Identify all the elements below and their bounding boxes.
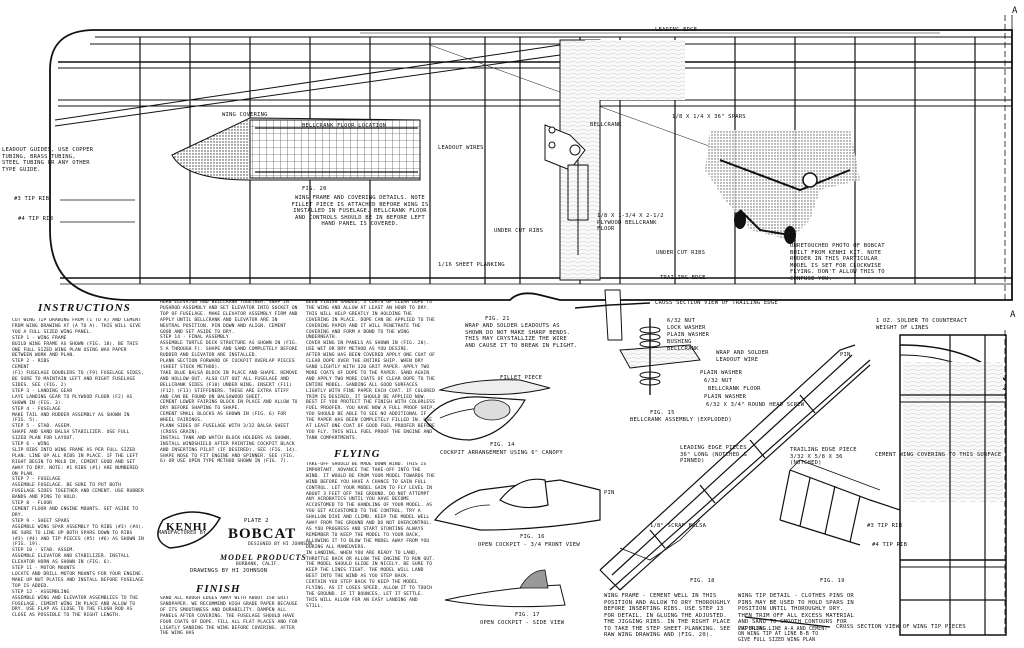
tip-rib-3-label: #3 TIP RIB [14,196,50,202]
finish-heading: FINISH [196,583,241,595]
section-marker-a2: A [1010,310,1016,320]
le-pieces-label: LEADING EDGE PIECES 36" LONG (NOTCHED & … [680,445,747,464]
fig15-caption: FIG. 15 [650,410,675,416]
drawings-credit: DRAWINGS BY HI JOHNSON [190,568,268,574]
photo-note: UNRETOUCHED PHOTO OF BOBCAT BUILT FROM K… [790,243,885,282]
leading-edge-label: LEADING EDGE [655,27,698,33]
cut-along-note: CUT ALONG LINE A-A AND CEMENT ON WING TI… [738,627,828,643]
tip-rib-3-label-b: #3 TIP RIB [867,523,903,529]
fig20-caption: FIG. 20 [302,186,327,192]
wrap-solder-note: WRAP AND SOLDER LEADOUTS AS SHOWN DO NOT… [465,323,578,349]
fig18-caption: FIG. 18 [690,578,715,584]
fig16-open-cockpit [433,478,601,531]
bushing-label: BUSHING [667,339,692,345]
plain-washer-label-2: PLAIN WASHER [700,370,743,376]
fig17-side-view [444,569,566,608]
kenhi-brand: KENHI [166,521,208,533]
instructions-heading: INSTRUCTIONS [38,302,131,314]
plain-washer-label: PLAIN WASHER [667,332,710,338]
cockpit-arrangement-label: COCKPIT ARRANGEMENT USING 6" CANOPY [440,450,563,456]
cross-section-te-label: CROSS SECTION VIEW OF TRAILING EDGE [655,300,778,306]
wing-tip-inset [899,334,1007,636]
flying-heading: FLYING [334,448,381,460]
fig15-bellcrank-exploded [619,318,701,395]
kenhi-logo [157,511,222,549]
bellcrank-label: BELLCRANK [590,122,622,128]
company-name: MODEL PRODUCTS [220,553,307,562]
fig14-canopy [424,379,551,441]
sheet-planking-label: 1/16 SHEET PLANKING [438,262,505,268]
fillet-piece-label: FILLET PIECE [500,375,543,381]
manufacturer-label: Manufactured by [158,530,207,536]
fig14-caption: FIG. 14 [490,442,515,448]
bolt-label: 6/32 x 3/4" ROUND HEAD SCREW [706,402,805,408]
designer-label: Designed by HI JOHNSON [248,542,313,547]
tip-rib-4-label-b: #4 TIP RIB [872,542,908,548]
fig20-wing-covering [171,117,421,181]
scrap-balsa-label: 1/8" SCRAP BALSA [650,523,707,529]
fig16-caption: FIG. 16 [520,534,545,540]
covering-column: BEEN FINISH SANDED, 3 COATS OF CLEAR DOP… [306,300,435,441]
leadout-wires-label: LEADOUT WIRES [438,145,484,151]
te-piece-label: TRAILING EDGE PIECE 3/32 x 5/8 x 36 (NOT… [790,447,857,466]
plywood-floor-label: 1/8 x 1-3/4 x 2-1/2 PLYWOOD BELLCRANK FL… [597,213,664,232]
bobcat-photo [705,130,860,244]
bellcrank-floor-location-label: BELLCRANK FLOOR LOCATION [302,123,387,129]
finish-body: SAND ALL ROUGH EDGES AWAY WITH ABOUT 150… [160,596,298,637]
bellcrank-floor-label: BELLCRANK FLOOR [708,386,761,392]
instructions-body: CUT WING TIP DRAWING FROM (1 TO A) AND C… [12,318,144,619]
cement-covering-label: CEMENT WING COVERING TO THIS SURFACE [875,452,1002,458]
under-cut-ribs-label: UNDER CUT RIBS [494,228,544,234]
lock-washer-label: LOCK WASHER [667,325,706,331]
solder-weight-label: 1 OZ. SOLDER TO COUNTERACT WEIGHT OF LIN… [876,318,968,331]
flying-body: TAKE-OFF SHOULD BE MADE DOWN WIND. THIS … [306,462,435,609]
fig19-wing-tip [779,459,901,546]
leadout-guides-callout: LEADOUT GUIDES, USE COPPER TUBING, BRASS… [2,147,94,173]
fig18-wing-frame [599,344,871,591]
fig17-caption: FIG. 17 [515,612,540,618]
section-marker-a: A [1012,6,1018,16]
fig19-caption: FIG. 19 [820,578,845,584]
cross-section-tip-label: CROSS SECTION VIEW OF WING TIP PIECES [836,624,966,630]
plain-washer-label-3: PLAIN WASHER [704,394,747,400]
plate-label: PLATE 2 [244,518,269,524]
bellcrank-label-2: BELLCRANK [667,346,699,352]
pin-label-2: PIN [604,490,615,496]
open-cockpit-side-label: OPEN COCKPIT - SIDE VIEW [480,620,565,626]
wing-frame-fig18-note: WING FRAME - CEMENT WELL IN THIS POSITIO… [604,593,731,638]
trailing-edge-label: TRAILING EDGE [660,275,706,281]
tip-rib-4-label: #4 TIP RIB [18,216,54,222]
wing-tip-detail-note: WING TIP DETAIL - CLOTHES PINS OR PINS M… [738,593,854,632]
model-name: BOBCAT [228,526,297,542]
bellcrank-assembly-label: BELLCRANK ASSEMBLY (EXPLODED) [630,417,732,423]
wing-covering-label: WING COVERING [222,112,268,118]
spars-label: 1/8 x 1/4 x 36" SPARS [672,114,746,120]
open-cockpit-front-label: OPEN COCKPIT - 3/4 FRONT VIEW [478,542,580,548]
company-city: BURBANK, CALIF. [236,562,280,567]
under-cut-ribs-label-2: UNDER CUT RIBS [656,250,706,256]
wrap-solder-leadout-label: WRAP AND SOLDER LEADOUT WIRE [716,350,769,363]
nut-label-2: 6/32 NUT [704,378,733,384]
fig21-caption: FIG. 21 [485,316,510,322]
wing-frame-note: WING FRAME AND COVERING DETAILS. NOTE FI… [291,195,429,227]
bellcrank-drawing [544,124,589,255]
nut-label: 6/32 NUT [667,318,696,324]
assembly-column: HORN ELEVATOR AND BELLCRANK TOGETHER. SN… [160,300,298,465]
pin-label: PIN [840,352,851,358]
